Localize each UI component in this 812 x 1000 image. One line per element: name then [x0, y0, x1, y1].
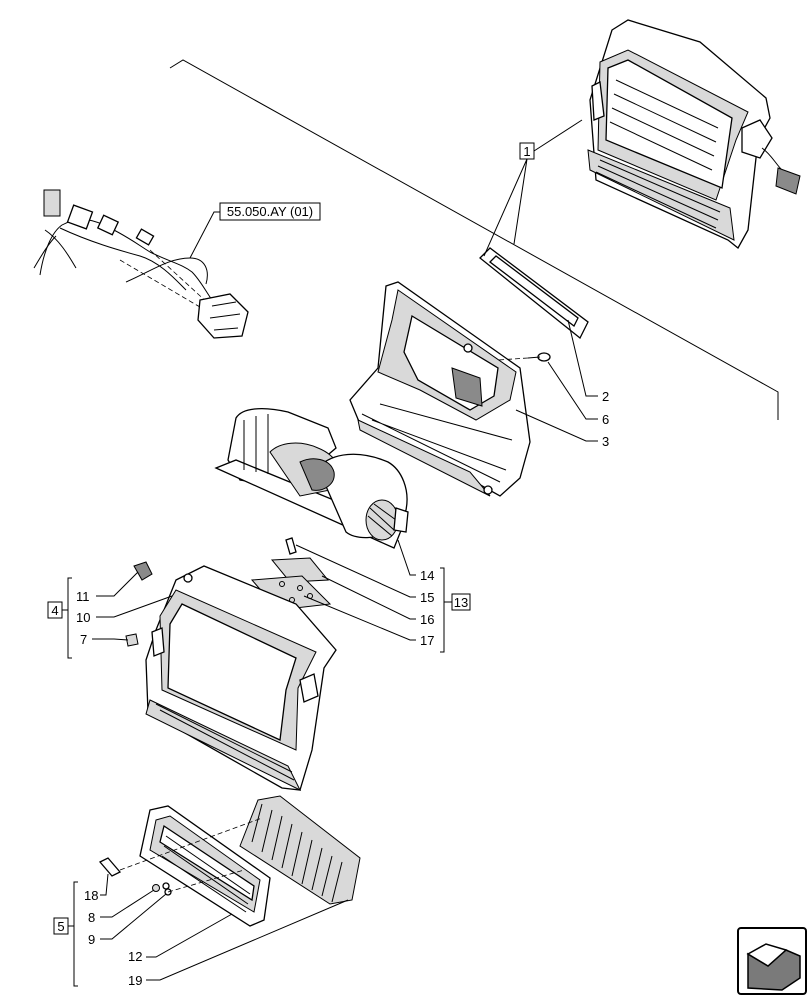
svg-text:1: 1 — [523, 144, 530, 159]
svg-text:16: 16 — [420, 612, 434, 627]
svg-text:13: 13 — [454, 595, 468, 610]
svg-text:4: 4 — [51, 603, 58, 618]
grille-part-12 — [139, 805, 271, 927]
filter-element-part-19 — [239, 795, 361, 905]
callout-2: 2 — [567, 319, 609, 404]
knob-part-11 — [133, 561, 153, 581]
svg-text:18: 18 — [84, 888, 98, 903]
housing-frame-part-3 — [349, 281, 531, 497]
bolt-part-18 — [98, 857, 122, 877]
svg-text:19: 19 — [128, 973, 142, 988]
callout-6: 6 — [547, 361, 609, 427]
assembly-outline — [169, 59, 779, 420]
wire-harness — [33, 189, 249, 339]
svg-text:6: 6 — [602, 412, 609, 427]
svg-text:11: 11 — [76, 589, 90, 604]
svg-text:8: 8 — [88, 910, 95, 925]
callout-group-13: 14 15 16 17 13 — [295, 539, 471, 653]
clip-part-7 — [125, 633, 139, 647]
harness-connector — [43, 189, 61, 217]
blower-fan-part-14 — [214, 407, 409, 549]
svg-text:5: 5 — [57, 919, 64, 934]
assembly-dash-lines — [119, 817, 263, 893]
svg-text:2: 2 — [602, 389, 609, 404]
lower-housing-part-10 — [145, 565, 337, 792]
callout-group-4: 11 10 7 4 — [47, 571, 173, 659]
next-page-arrow-icon[interactable] — [737, 927, 807, 995]
svg-text:3: 3 — [602, 434, 609, 449]
svg-text:9: 9 — [88, 932, 95, 947]
filter-frame-part-2 — [479, 247, 589, 340]
svg-text:10: 10 — [76, 610, 90, 625]
svg-text:15: 15 — [420, 590, 434, 605]
svg-text:17: 17 — [420, 633, 434, 648]
svg-text:14: 14 — [420, 568, 434, 583]
screw-part-15 — [285, 537, 297, 555]
heater-assembly-part-1 — [587, 19, 801, 249]
callout-group-5: 18 8 9 12 19 5 — [53, 873, 349, 988]
screw-part-6 — [497, 352, 551, 362]
reference-label: 55.050.AY (01) — [227, 204, 313, 219]
callout-1: 1 — [483, 119, 583, 257]
reference-callout[interactable]: 55.050.AY (01) — [189, 202, 321, 259]
callout-3: 3 — [515, 409, 609, 449]
nut-part-8 — [152, 884, 160, 892]
bracket-part-16 — [270, 557, 330, 583]
svg-text:7: 7 — [80, 632, 87, 647]
svg-text:12: 12 — [128, 949, 142, 964]
